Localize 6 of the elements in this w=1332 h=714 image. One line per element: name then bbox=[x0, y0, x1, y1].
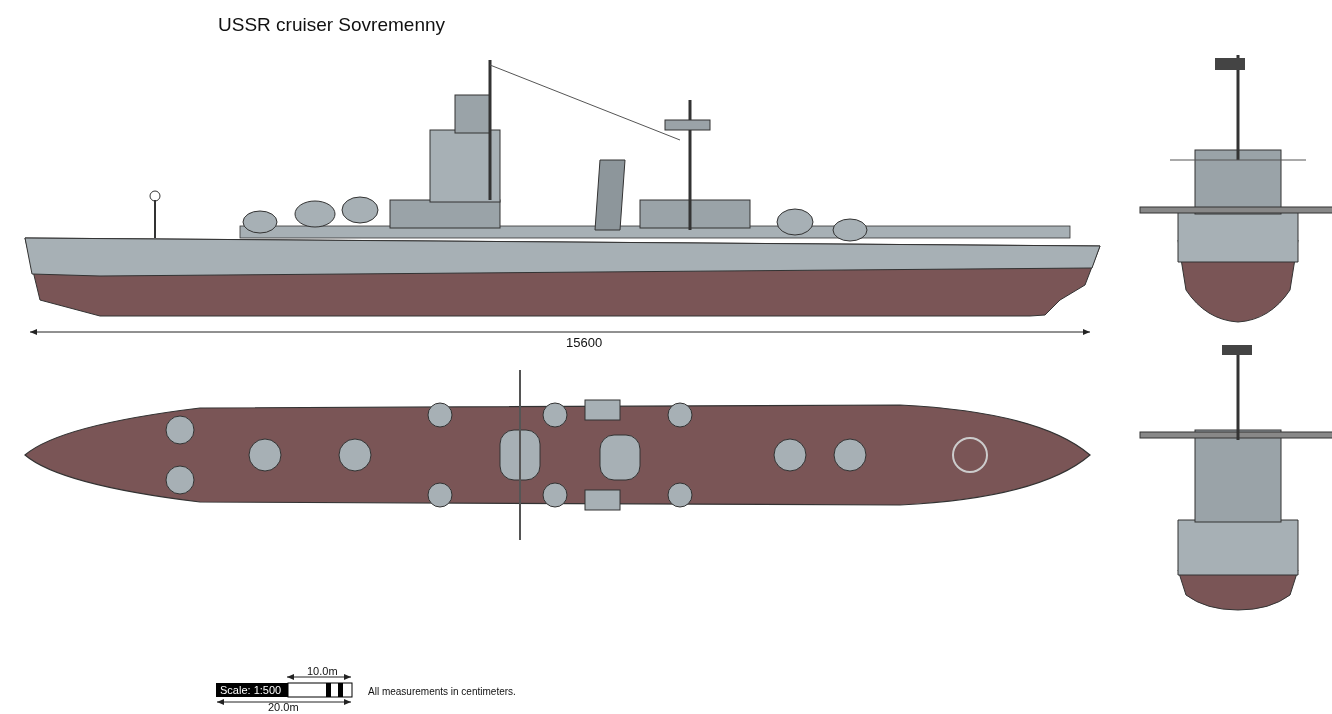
dimension-value: 15600 bbox=[566, 335, 603, 350]
dimension-value: 10.0m bbox=[307, 665, 338, 677]
dimension-value: 20.0m bbox=[268, 701, 299, 713]
note-text: All measurements in centimeters. bbox=[368, 686, 516, 697]
scale-label: Scale: 1:500 bbox=[220, 684, 282, 696]
title: USSR cruiser Sovremenny bbox=[218, 14, 446, 36]
